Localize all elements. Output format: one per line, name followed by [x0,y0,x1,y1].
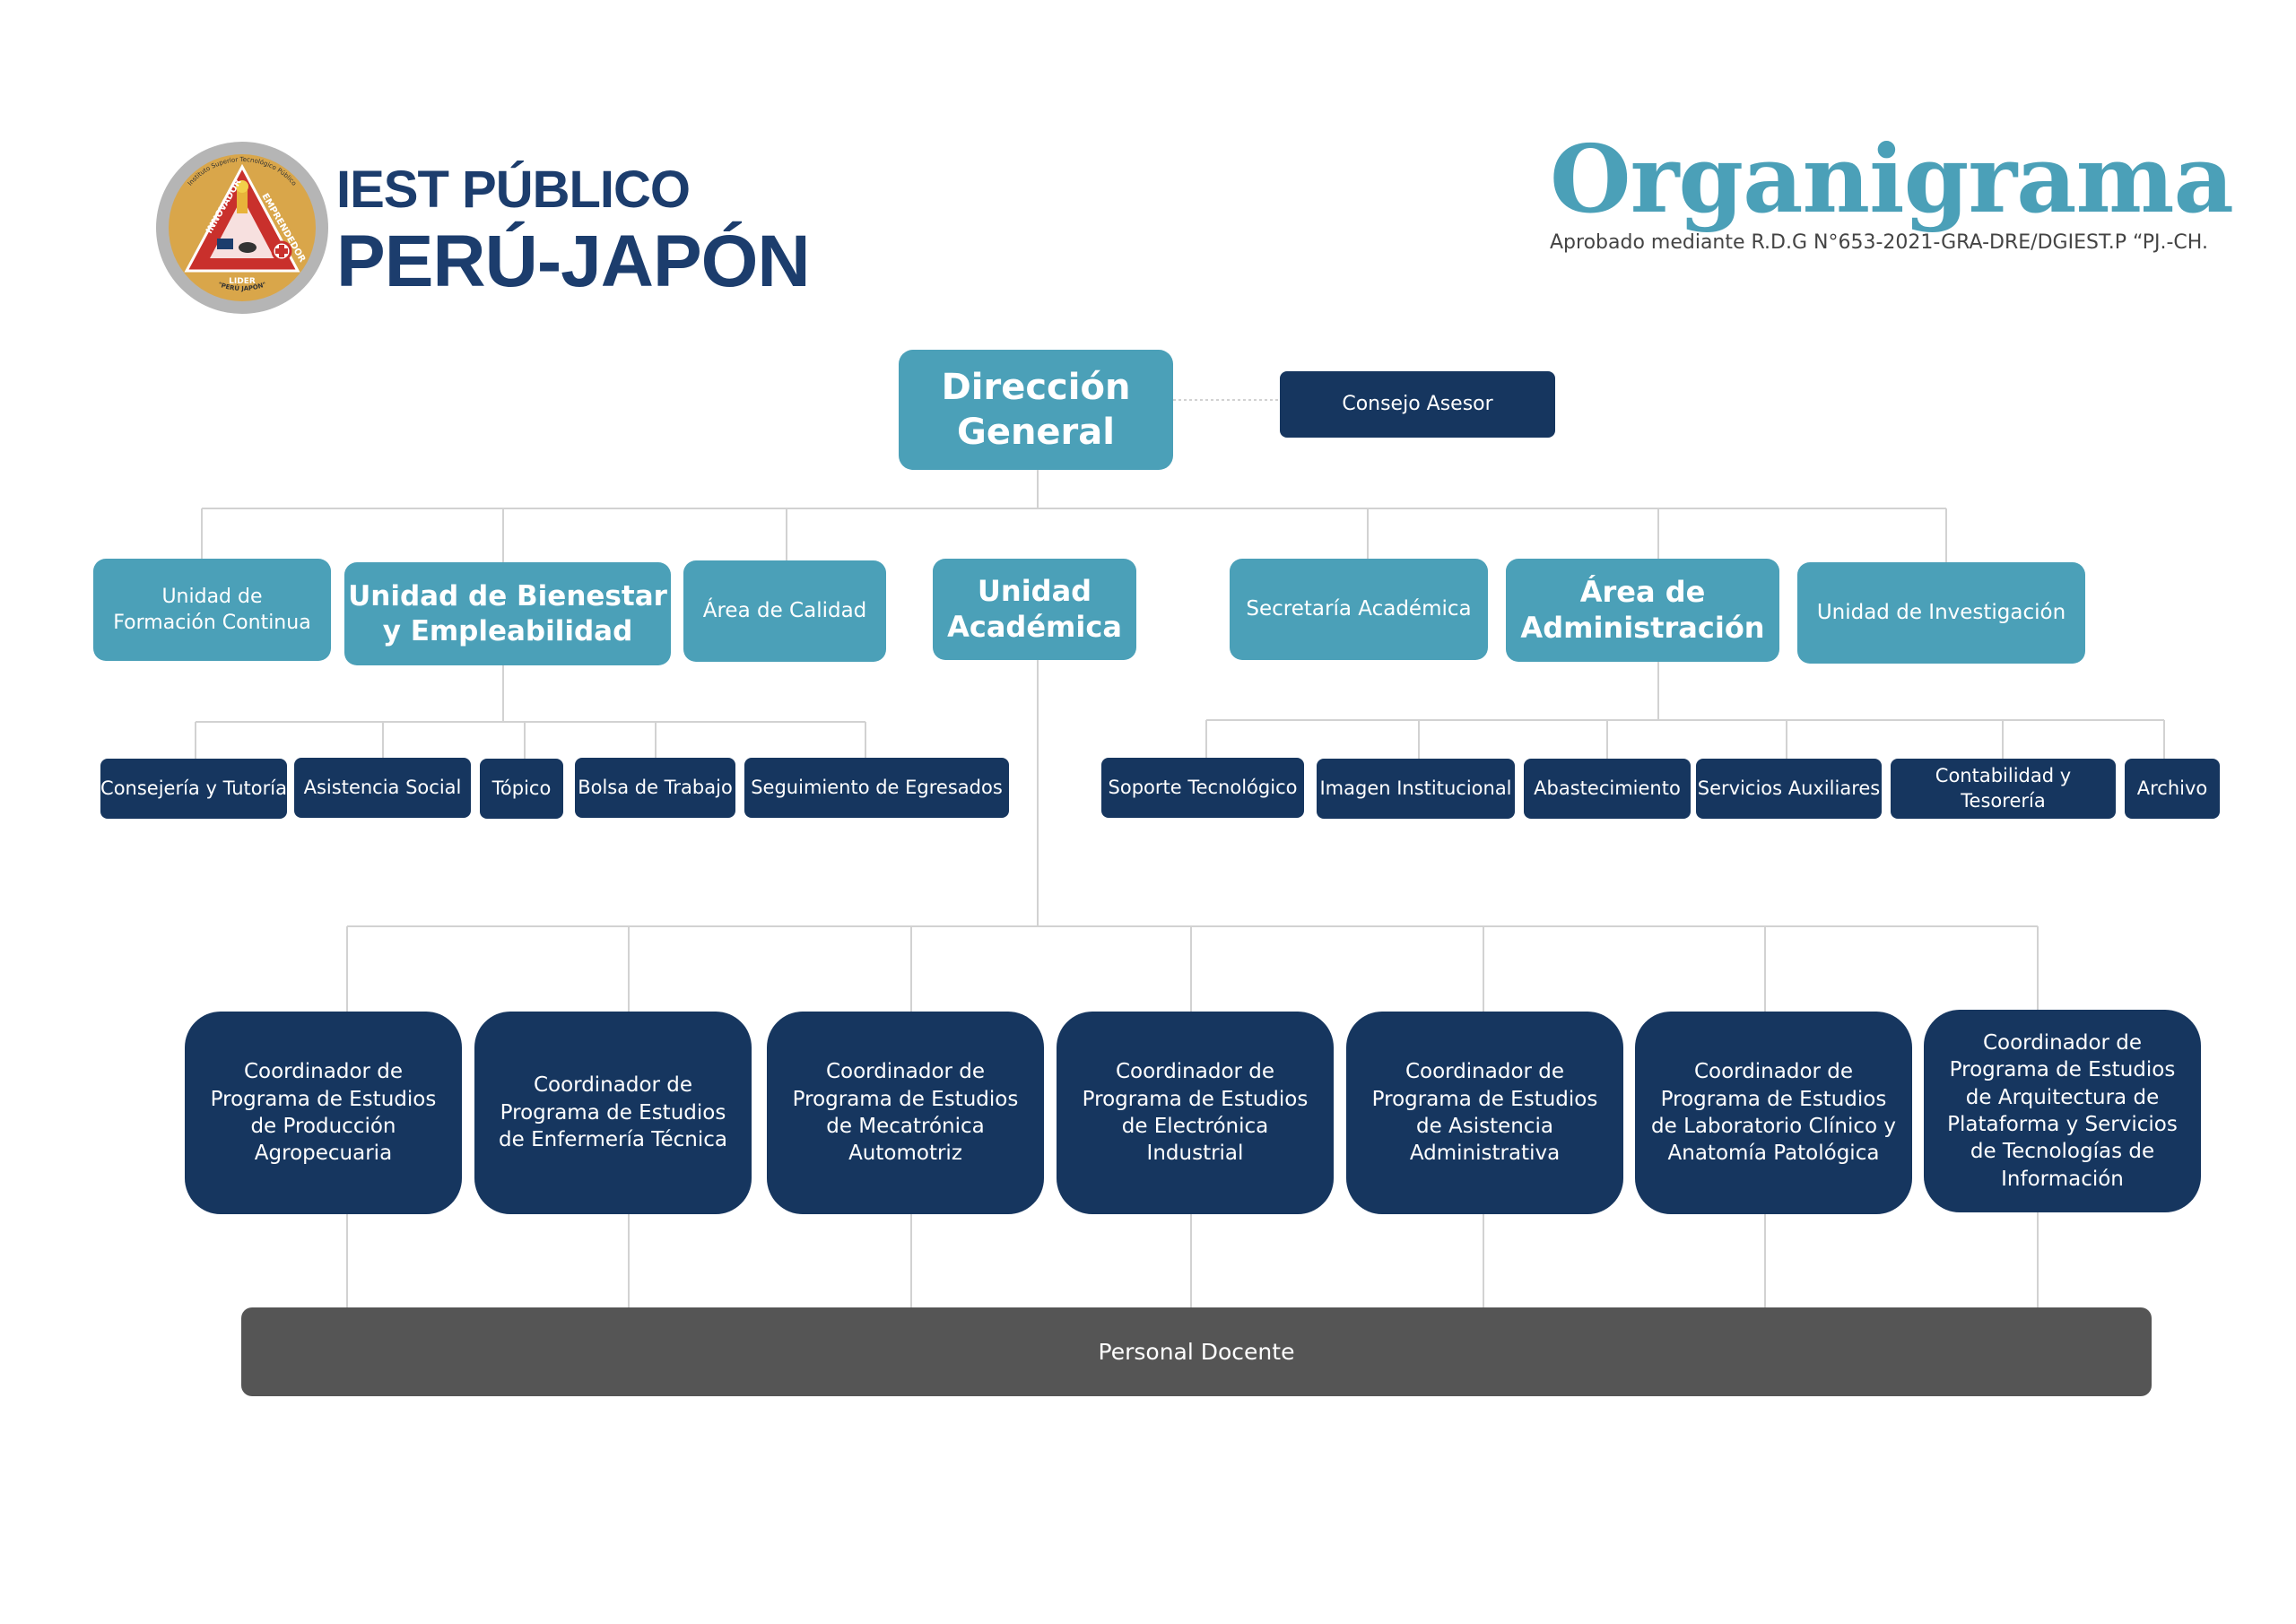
node-area-administracion: Área de Administración [1506,559,1779,662]
node-area-calidad: Área de Calidad [683,560,886,662]
institution-logo: Instituto Superior Tecnológico Público "… [154,140,330,316]
node-coordinator-produccion-agropecuaria: Coordinador de Programa de Estudios de P… [185,1012,462,1214]
node-coordinator-mecatronica-automotriz: Coordinador de Programa de Estudios de M… [767,1012,1044,1214]
node-archivo: Archivo [2125,759,2220,819]
node-coordinator-arquitectura-plataforma: Coordinador de Programa de Estudios de A… [1924,1010,2201,1212]
node-topico: Tópico [480,759,563,819]
approval-subtitle: Aprobado mediante R.D.G N°653-2021-GRA-D… [1550,231,2208,254]
node-contabilidad-tesoreria: Contabilidad y Tesorería [1891,759,2116,819]
node-servicios-auxiliares: Servicios Auxiliares [1696,759,1882,819]
institution-name-line2: PERÚ-JAPÓN [336,221,811,302]
page-title: Organigrama [1550,124,2234,234]
node-asistencia-social: Asistencia Social [294,758,471,818]
node-formacion-continua: Unidad de Formación Continua [93,559,331,661]
node-imagen-institucional: Imagen Institucional [1317,759,1515,819]
node-bolsa-trabajo: Bolsa de Trabajo [575,758,735,818]
node-direccion-general: Dirección General [899,350,1173,470]
node-abastecimiento: Abastecimiento [1524,759,1691,819]
svg-text:LIDER: LIDER [229,277,256,286]
node-coordinator-asistencia-administrativa: Coordinador de Programa de Estudios de A… [1346,1012,1623,1214]
node-unidad-academica: Unidad Académica [933,559,1136,660]
node-secretaria-academica: Secretaría Académica [1230,559,1488,660]
node-bienestar-empleabilidad: Unidad de Bienestar y Empleabilidad [344,562,671,665]
node-coordinator-enfermeria-tecnica: Coordinador de Programa de Estudios de E… [474,1012,752,1214]
node-coordinator-laboratorio-clinico: Coordinador de Programa de Estudios de L… [1635,1012,1912,1214]
node-personal-docente: Personal Docente [241,1307,2152,1396]
node-consejeria-tutoria: Consejería y Tutoría [100,759,287,819]
node-coordinator-electronica-industrial: Coordinador de Programa de Estudios de E… [1057,1012,1334,1214]
node-soporte-tecnologico: Soporte Tecnológico [1101,758,1304,818]
node-unidad-investigacion: Unidad de Investigación [1797,562,2085,664]
node-seguimiento-egresados: Seguimiento de Egresados [744,758,1009,818]
institution-name-line1: IEST PÚBLICO [336,161,691,219]
node-consejo-asesor: Consejo Asesor [1280,371,1555,438]
